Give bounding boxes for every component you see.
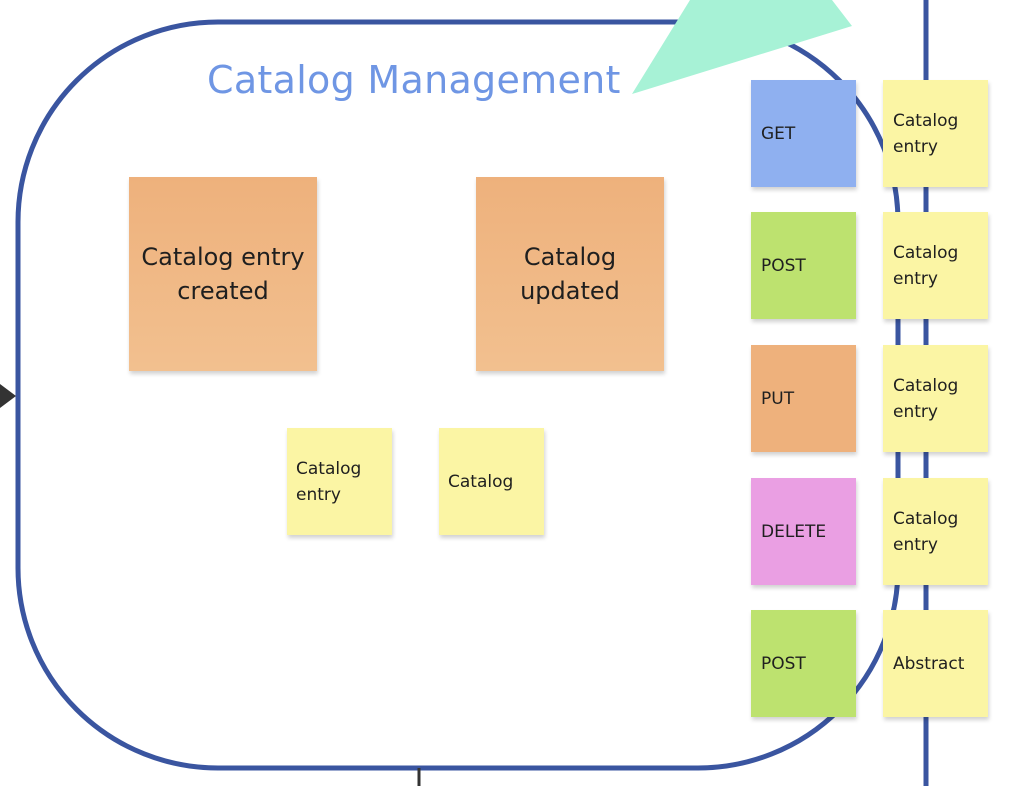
aggregate-label: Catalog — [448, 471, 514, 492]
api-resource-sticky-4[interactable]: Catalog entry — [883, 478, 988, 585]
api-resource-sticky-3[interactable]: Catalog entry — [883, 345, 988, 452]
left-arrowhead-icon — [0, 384, 16, 408]
event-sticky-catalog-updated[interactable]: Catalog updated — [476, 177, 664, 371]
event-label: Catalog entry created — [141, 243, 305, 305]
aggregate-sticky-catalog-entry[interactable]: Catalog entry — [287, 428, 392, 535]
bounded-context-title: Catalog Management — [207, 58, 621, 102]
api-method-sticky-get[interactable]: GET — [751, 80, 856, 187]
api-method-label: POST — [761, 255, 806, 276]
aggregate-sticky-catalog[interactable]: Catalog — [439, 428, 544, 535]
api-resource-label: Catalog entry — [893, 110, 959, 157]
api-method-sticky-post[interactable]: POST — [751, 212, 856, 319]
aggregate-label: Catalog entry — [296, 458, 362, 505]
api-method-label: GET — [761, 123, 796, 144]
api-resource-label: Catalog entry — [893, 508, 959, 555]
api-resource-label: Catalog entry — [893, 375, 959, 422]
api-method-label: PUT — [761, 388, 795, 409]
api-resource-label: Abstract — [893, 653, 965, 674]
api-resource-sticky-5[interactable]: Abstract — [883, 610, 988, 717]
event-label: Catalog updated — [520, 243, 620, 305]
api-resource-sticky-1[interactable]: Catalog entry — [883, 80, 988, 187]
api-resource-sticky-2[interactable]: Catalog entry — [883, 212, 988, 319]
api-method-sticky-put[interactable]: PUT — [751, 345, 856, 452]
api-method-label: DELETE — [761, 521, 827, 542]
api-method-sticky-delete[interactable]: DELETE — [751, 478, 856, 585]
teal-pointer-shape[interactable] — [632, 0, 852, 94]
api-resource-label: Catalog entry — [893, 242, 959, 289]
event-sticky-catalog-entry-created[interactable]: Catalog entry created — [129, 177, 317, 371]
api-method-label: POST — [761, 653, 806, 674]
api-method-sticky-post-abstract[interactable]: POST — [751, 610, 856, 717]
